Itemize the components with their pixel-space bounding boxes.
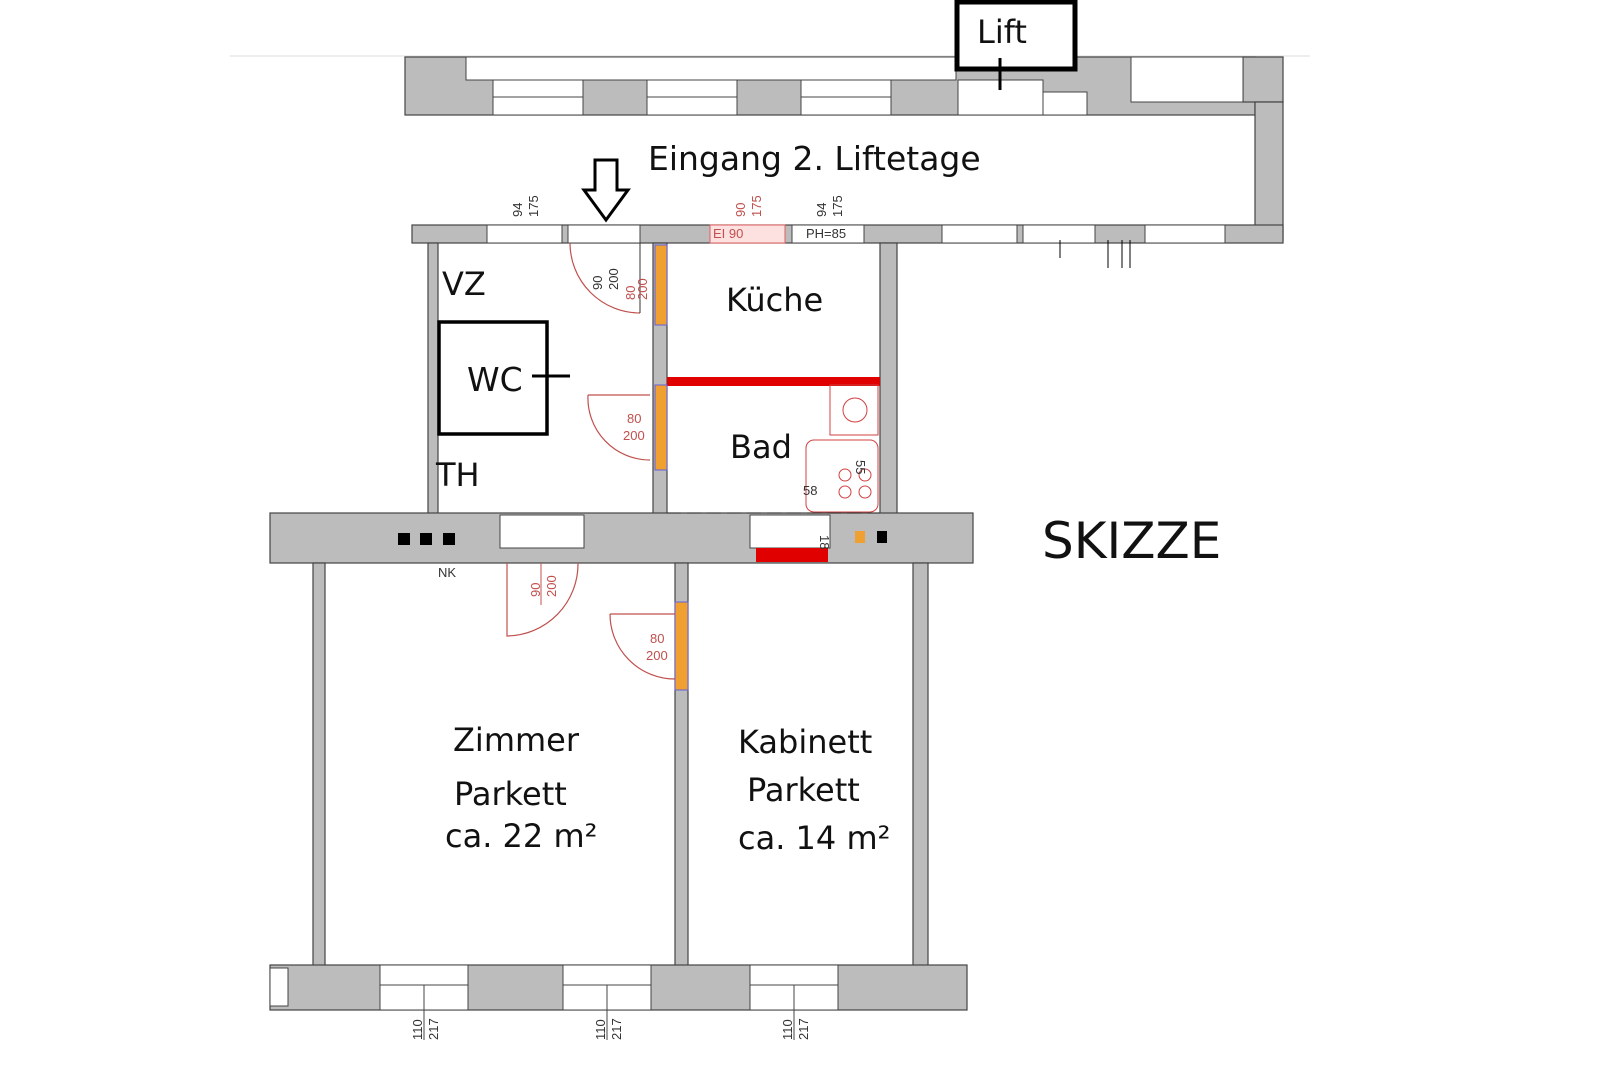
wall (312, 562, 326, 968)
dim-label: 110 (780, 1019, 795, 1040)
dim-label: 90 (733, 203, 748, 217)
dim-label: 94 (510, 203, 525, 217)
dim-label: 110 (593, 1019, 608, 1040)
bottom-wall (269, 964, 968, 1040)
dim-label: 58 (803, 483, 817, 498)
sketch-label: SKIZZE (1042, 512, 1221, 570)
room-floor-kabinett: Parkett (747, 771, 860, 809)
room-label-kueche: Küche (726, 281, 823, 319)
dim-label: 80 (627, 411, 641, 426)
dim-label: 175 (526, 195, 541, 217)
dim-label: 80 (650, 631, 664, 646)
wall (879, 242, 898, 516)
fire-wall (667, 377, 880, 386)
wall (912, 562, 929, 968)
room-area-zimmer: ca. 22 m² (445, 817, 597, 855)
room-area-kabinett: ca. 14 m² (738, 819, 890, 857)
dim-label: 200 (635, 278, 650, 300)
room-label-th: TH (435, 456, 480, 494)
dim-label: 80 (623, 286, 638, 300)
dim-label: 200 (544, 575, 559, 597)
dim-label: 110 (410, 1019, 425, 1040)
room-floor-zimmer: Parkett (454, 775, 567, 813)
dim-label: 94 (814, 203, 829, 217)
room-label-wc: WC (467, 360, 523, 399)
entrance-arrow-icon (581, 158, 631, 223)
lift-label: Lift (977, 13, 1027, 51)
dim-label: 217 (609, 1018, 624, 1040)
middle-wall (269, 512, 974, 564)
dim-label: 200 (623, 428, 645, 443)
corridor-outer-wall (404, 56, 1284, 241)
room-label-zimmer: Zimmer (453, 721, 580, 759)
fire-rating-label: EI 90 (713, 226, 743, 241)
dim-label: 90 (590, 276, 605, 290)
lift: Lift (954, 0, 1078, 90)
dim-label: 175 (830, 195, 845, 217)
dim-label: 200 (606, 268, 621, 290)
dim-label: 175 (749, 195, 764, 217)
dim-label: 18 (817, 535, 832, 549)
apartment-top-wall (411, 224, 1284, 244)
dim-label: 217 (426, 1018, 441, 1040)
parapet-height-label: PH=85 (806, 226, 846, 241)
dim-label: 55 (853, 460, 868, 474)
dim-label: 200 (646, 648, 668, 663)
dim-label: 217 (796, 1018, 811, 1040)
nk-label: NK (438, 565, 456, 580)
room-label-kabinett: Kabinett (738, 723, 872, 761)
bathroom-fixtures (805, 384, 879, 513)
entrance-label: Eingang 2. Liftetage (648, 139, 981, 178)
dim-label: 90 (528, 583, 543, 597)
room-label-bad: Bad (730, 428, 792, 466)
room-label-vz: VZ (442, 265, 486, 303)
